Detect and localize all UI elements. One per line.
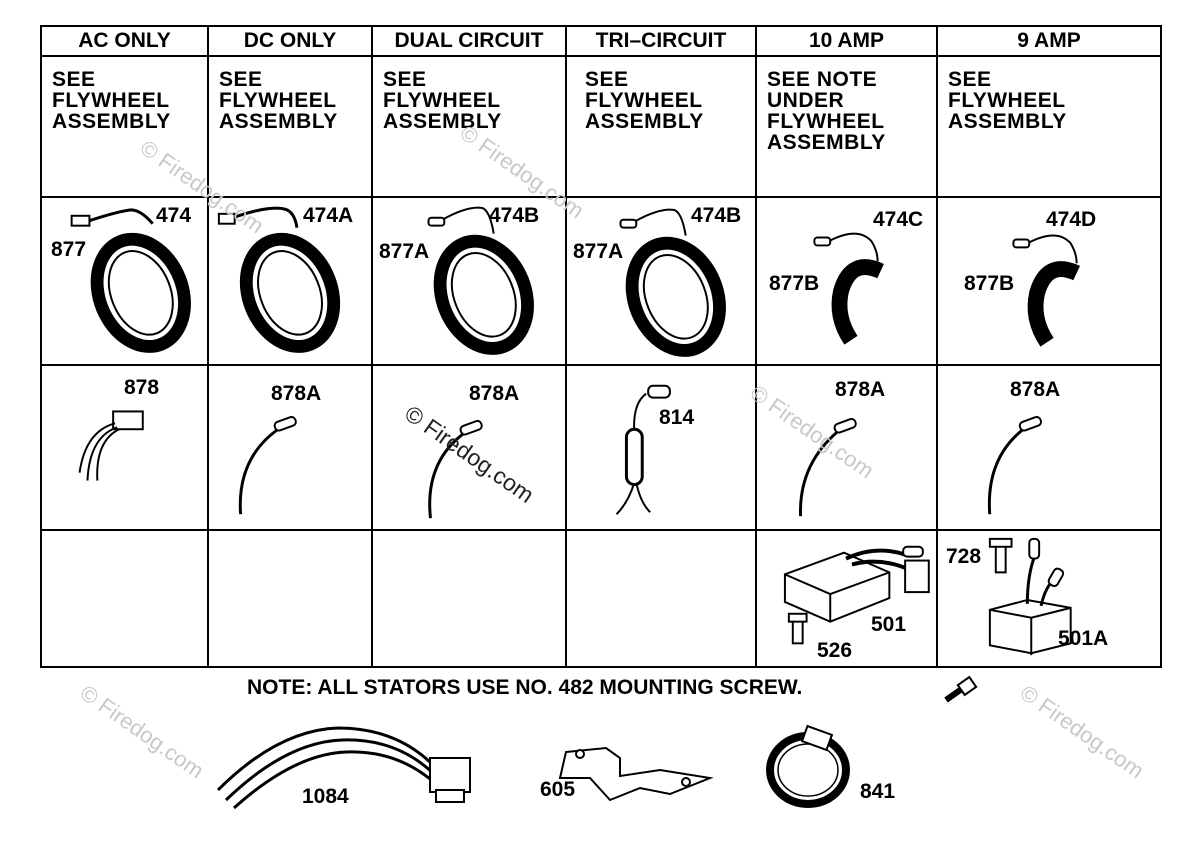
stator-arc-icon: [813, 232, 884, 345]
empty-cell: [565, 529, 757, 668]
note-line: ASSEMBLY: [52, 110, 171, 133]
diode-lead-icon: [615, 384, 671, 515]
part-number-878a: 878A: [469, 382, 520, 405]
part-number-878a: 878A: [835, 378, 886, 401]
note-line: FLYWHEEL: [383, 89, 501, 112]
part-number-878a: 878A: [1010, 378, 1061, 401]
stator-cell-9amp: 474D 877B: [936, 196, 1162, 366]
hose-clamp-icon: [766, 724, 850, 808]
regulator-row: 501 526 728 501A: [40, 529, 1162, 668]
part-number-501: 501: [871, 613, 907, 636]
stator-cell-dc: 474A: [207, 196, 373, 366]
note-line: FLYWHEEL: [585, 89, 703, 112]
part-number-877a: 877A: [573, 240, 624, 263]
note-cell-tri: SEE FLYWHEEL ASSEMBLY: [565, 55, 757, 198]
part-number-605: 605: [540, 778, 576, 801]
note-cell-ac: SEE FLYWHEEL ASSEMBLY: [40, 55, 209, 198]
note-line: ASSEMBLY: [383, 110, 502, 133]
stator-cell-dual: 474B 877A: [371, 196, 567, 366]
regulator-cell-10amp: 501 526: [755, 529, 938, 668]
harness-cell-9amp: 878A: [936, 364, 1162, 531]
screw-icon: [944, 675, 978, 703]
empty-cell: [371, 529, 567, 668]
stator-cell-ac: 474 877: [40, 196, 209, 366]
lead-wire-icon: [428, 419, 483, 519]
note-line: FLYWHEEL: [767, 110, 885, 133]
note-line: UNDER: [767, 89, 845, 112]
mounting-screw-note: NOTE: ALL STATORS USE NO. 482 MOUNTING S…: [247, 676, 803, 699]
note-line: SEE: [219, 68, 263, 91]
stator-ring-icon: [427, 206, 534, 355]
part-number-474c: 474C: [873, 208, 924, 231]
part-number-474b: 474B: [691, 204, 742, 227]
watermark: © Firedog.com: [1015, 680, 1149, 784]
column-header-9-amp: 9 AMP: [936, 25, 1162, 57]
note-cell-10amp: SEE NOTE UNDER FLYWHEEL ASSEMBLY: [755, 55, 938, 198]
stator-ring-icon: [217, 206, 341, 353]
note-cell-dual: SEE FLYWHEEL ASSEMBLY: [371, 55, 567, 198]
empty-cell: [40, 529, 209, 668]
bracket-icon: [558, 746, 714, 802]
part-number-877b: 877B: [769, 272, 820, 295]
stator-ring-icon: [619, 208, 726, 357]
stator-arc-icon: [1012, 234, 1081, 347]
harness-cell-10amp: 878A: [755, 364, 938, 531]
part-number-814: 814: [659, 406, 695, 429]
harness-cell-dual: 878A: [371, 364, 567, 531]
note-line: SEE: [383, 68, 427, 91]
part-number-474a: 474A: [303, 204, 354, 227]
connector-harness-icon: [78, 410, 144, 481]
note-line: SEE: [948, 68, 992, 91]
lead-wire-icon: [799, 417, 857, 517]
part-number-474b: 474B: [489, 204, 540, 227]
regulator-cell-9amp: 728 501A: [936, 529, 1162, 668]
note-line: SEE NOTE: [767, 68, 878, 91]
column-header-ac-only: AC ONLY: [40, 25, 209, 57]
part-number-1084: 1084: [302, 785, 349, 808]
note-line: ASSEMBLY: [219, 110, 338, 133]
column-header-dc-only: DC ONLY: [207, 25, 373, 57]
lead-wire-icon: [987, 415, 1043, 515]
regulator-icon: [783, 545, 930, 645]
header-row: AC ONLY DC ONLY DUAL CIRCUIT TRI–CIRCUIT…: [40, 25, 1162, 57]
part-number-877a: 877A: [379, 240, 430, 263]
part-number-877: 877: [51, 238, 87, 261]
stator-ring-icon: [70, 208, 191, 353]
lead-wire-icon: [238, 415, 297, 515]
regulator-icon: [988, 537, 1072, 656]
notes-row: SEE FLYWHEEL ASSEMBLY SEE FLYWHEEL ASSEM…: [40, 55, 1162, 198]
stator-cell-tri: 474B 877A: [565, 196, 757, 366]
note-line: ASSEMBLY: [585, 110, 704, 133]
note-cell-9amp: SEE FLYWHEEL ASSEMBLY: [936, 55, 1162, 198]
harness-cell-dc: 878A: [207, 364, 373, 531]
part-number-474: 474: [156, 204, 192, 227]
part-number-877b: 877B: [964, 272, 1015, 295]
stator-row: 474 877 474A 4: [40, 196, 1162, 366]
column-header-dual-circuit: DUAL CIRCUIT: [371, 25, 567, 57]
note-line: FLYWHEEL: [219, 89, 337, 112]
harness-cell-tri: 814: [565, 364, 757, 531]
watermark: © Firedog.com: [75, 680, 209, 784]
note-line: SEE: [52, 68, 96, 91]
note-line: SEE: [585, 68, 629, 91]
part-number-878a: 878A: [271, 382, 322, 405]
harness-row: 878 878A 878A 81: [40, 364, 1162, 531]
note-line: ASSEMBLY: [767, 131, 886, 154]
parts-table: AC ONLY DC ONLY DUAL CIRCUIT TRI–CIRCUIT…: [40, 25, 1162, 668]
part-number-526: 526: [817, 639, 853, 662]
note-line: ASSEMBLY: [948, 110, 1067, 133]
harness-cell-ac: 878: [40, 364, 209, 531]
part-number-474d: 474D: [1046, 208, 1097, 231]
column-header-10-amp: 10 AMP: [755, 25, 938, 57]
stator-cell-10amp: 474C 877B: [755, 196, 938, 366]
part-number-878: 878: [124, 376, 160, 399]
empty-cell: [207, 529, 373, 668]
part-number-841: 841: [860, 780, 896, 803]
note-line: FLYWHEEL: [948, 89, 1066, 112]
note-line: FLYWHEEL: [52, 89, 170, 112]
column-header-tri-circuit: TRI–CIRCUIT: [565, 25, 757, 57]
note-cell-dc: SEE FLYWHEEL ASSEMBLY: [207, 55, 373, 198]
part-number-501a: 501A: [1058, 627, 1109, 650]
part-number-728: 728: [946, 545, 982, 568]
